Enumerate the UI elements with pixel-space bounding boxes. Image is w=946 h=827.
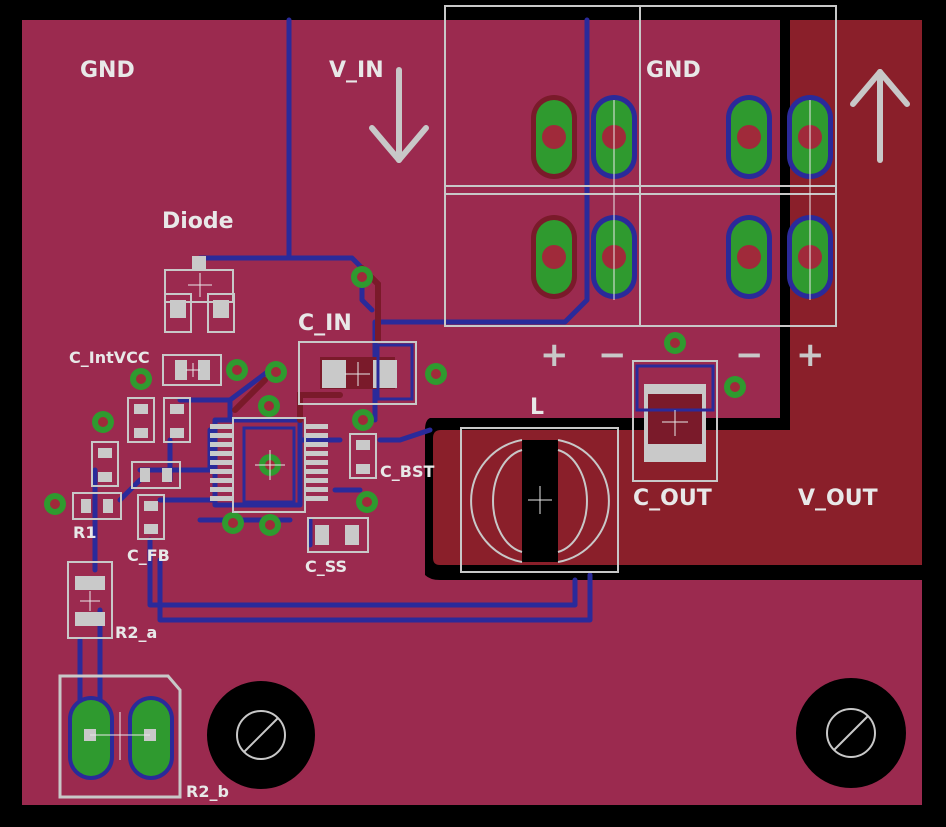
smd-small-parts bbox=[72, 397, 377, 553]
label-gnd-left: GND bbox=[80, 58, 135, 83]
pad-gnd-1 bbox=[531, 95, 577, 179]
label-c-fb: C_FB bbox=[127, 546, 170, 565]
label-v-in: V_IN bbox=[329, 58, 384, 83]
r2b-footprint bbox=[58, 674, 182, 799]
polarity-minus-gnd1: − bbox=[598, 335, 627, 375]
label-diode: Diode bbox=[162, 209, 234, 234]
c-out-footprint bbox=[632, 360, 718, 482]
label-r2-a: R2_a bbox=[115, 623, 157, 642]
polarity-plus-vout: + bbox=[796, 335, 825, 375]
label-c-ss: C_SS bbox=[305, 557, 347, 576]
terminal-block bbox=[444, 5, 837, 327]
pad-gnd-3 bbox=[531, 215, 577, 299]
vias bbox=[44, 266, 746, 536]
vout-arrow-icon bbox=[850, 69, 910, 163]
pad-gnd-4 bbox=[726, 215, 772, 299]
copper-pour-main bbox=[22, 20, 922, 805]
label-c-bst: C_BST bbox=[380, 462, 434, 481]
c-in-footprint bbox=[298, 341, 417, 405]
label-r2-b: R2_b bbox=[186, 782, 229, 801]
label-r1: R1 bbox=[73, 523, 96, 542]
label-c-in: C_IN bbox=[298, 311, 352, 336]
mounting-hole-right bbox=[796, 678, 906, 788]
c-intvcc-footprint bbox=[162, 354, 222, 386]
r2a-footprint bbox=[67, 561, 113, 639]
mounting-hole-left bbox=[205, 679, 317, 791]
smd-small-pads bbox=[81, 404, 370, 545]
vin-arrow-icon bbox=[369, 67, 429, 163]
polarity-minus-gnd2: − bbox=[735, 335, 764, 375]
label-c-out: C_OUT bbox=[633, 486, 712, 511]
pad-gnd-2 bbox=[726, 95, 772, 179]
diode-footprint bbox=[164, 256, 235, 333]
terminal-pads bbox=[531, 95, 833, 300]
ic-footprint bbox=[210, 417, 328, 513]
label-c-intvcc: C_IntVCC bbox=[69, 348, 150, 367]
label-gnd-right: GND bbox=[646, 58, 701, 83]
label-v-out: V_OUT bbox=[798, 486, 878, 511]
inductor-footprint bbox=[460, 427, 619, 573]
label-l: L bbox=[530, 395, 544, 420]
polarity-plus-vin: + bbox=[540, 335, 569, 375]
